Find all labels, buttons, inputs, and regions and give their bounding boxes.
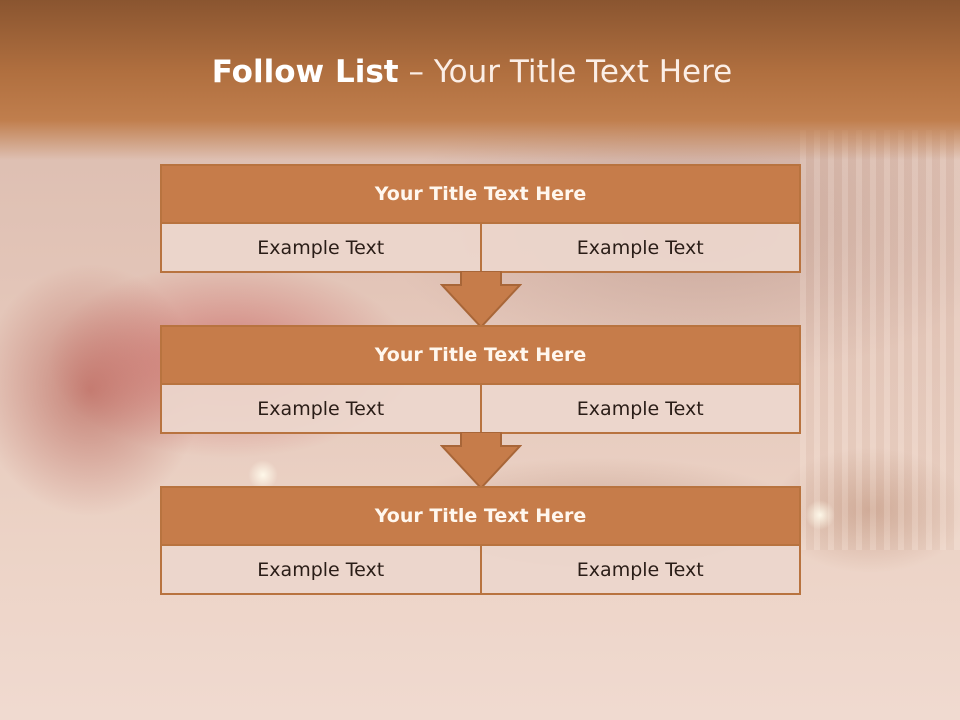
- block-cell-left: Example Text: [162, 385, 480, 432]
- block-cell-left: Example Text: [162, 546, 480, 593]
- slide-title: Follow List – Your Title Text Here: [0, 54, 944, 90]
- block-title: Your Title Text Here: [162, 166, 799, 224]
- block-title: Your Title Text Here: [162, 488, 799, 546]
- block-row: Example Text Example Text: [162, 385, 799, 432]
- candle-glow: [248, 460, 278, 490]
- down-arrow-icon: [440, 271, 522, 329]
- block-cell-right: Example Text: [479, 385, 799, 432]
- slide-title-bold: Follow List: [211, 54, 399, 90]
- candle-glow: [805, 500, 835, 530]
- list-block-2: Your Title Text Here Example Text Exampl…: [160, 325, 801, 434]
- slide-title-rest: – Your Title Text Here: [398, 54, 733, 90]
- title-band: [0, 0, 960, 160]
- block-cell-left: Example Text: [162, 224, 480, 271]
- block-title: Your Title Text Here: [162, 327, 799, 385]
- block-row: Example Text Example Text: [162, 546, 799, 593]
- down-arrow-icon: [440, 432, 522, 490]
- block-row: Example Text Example Text: [162, 224, 799, 271]
- background-curtain: [800, 130, 960, 550]
- block-cell-right: Example Text: [479, 224, 799, 271]
- list-block-3: Your Title Text Here Example Text Exampl…: [160, 486, 801, 595]
- block-cell-right: Example Text: [479, 546, 799, 593]
- list-block-1: Your Title Text Here Example Text Exampl…: [160, 164, 801, 273]
